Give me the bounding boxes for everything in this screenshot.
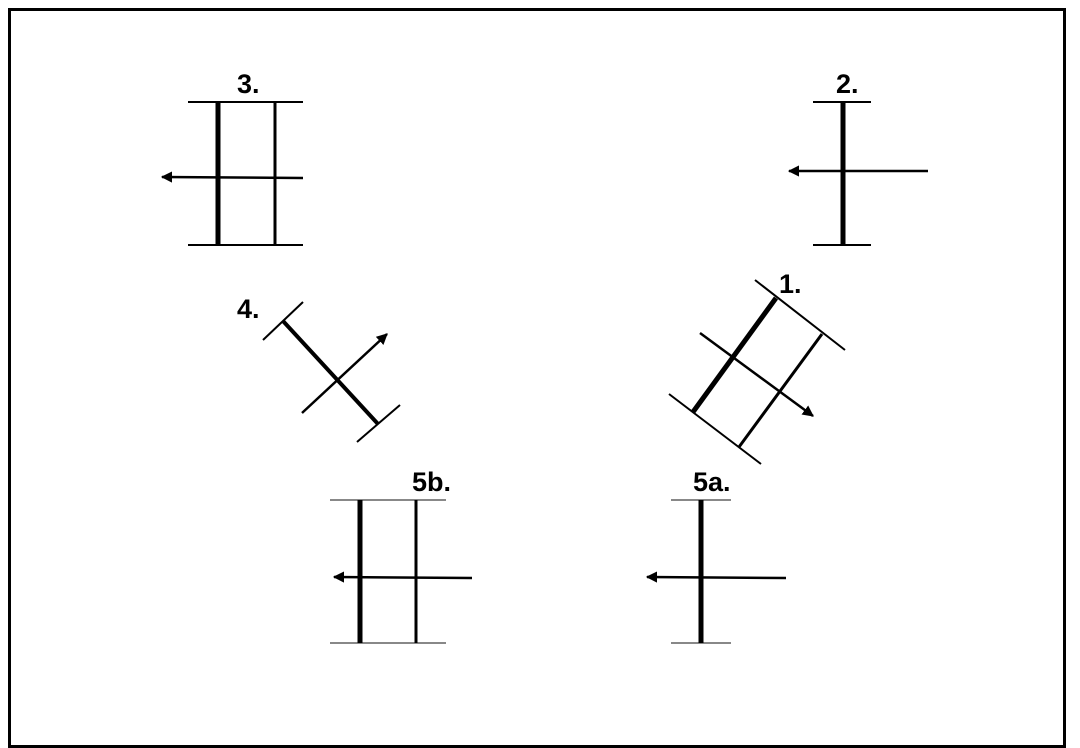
figure-1-top-bar <box>754 279 846 351</box>
figure-1-arrow <box>699 331 814 418</box>
figure-1-left-post <box>690 296 779 414</box>
figure-1-right-post <box>737 333 824 448</box>
figure-4: 4. <box>237 294 401 443</box>
figure-4-label: 4. <box>237 294 260 324</box>
figure-3: 3. <box>160 69 304 246</box>
diagram-frame <box>8 8 1066 748</box>
figure-3-label: 3. <box>237 69 260 99</box>
figure-5a-label: 5a. <box>693 467 731 497</box>
figure-5b-arrow <box>332 571 473 583</box>
figure-5a: 5a. <box>645 467 787 644</box>
figure-3-arrow <box>160 171 304 183</box>
figure-5b-label: 5b. <box>412 467 451 497</box>
figure-2-label: 2. <box>836 69 859 99</box>
figure-2: 2. <box>787 69 928 246</box>
figure-4-post <box>281 319 380 426</box>
figure-4-arrow <box>301 333 388 414</box>
figure-1: 1. <box>668 269 846 465</box>
figure-5b: 5b. <box>330 467 473 644</box>
diagram-canvas: 3. 2. 4. 1. 5b. 5a. <box>160 69 928 644</box>
figure-1-bottom-bar <box>668 393 762 465</box>
figure-5a-arrow <box>645 571 787 583</box>
figure-1-label: 1. <box>779 269 802 299</box>
